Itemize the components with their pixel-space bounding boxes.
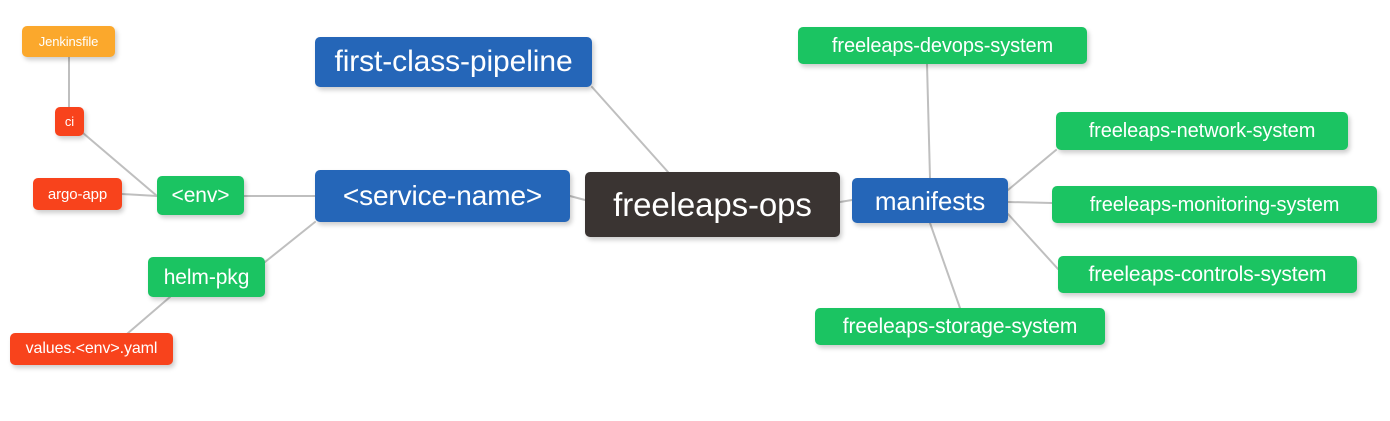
node-label-ci: ci	[64, 114, 75, 129]
node-values-yaml[interactable]: values.<env>.yaml	[10, 333, 173, 365]
node-argo-app[interactable]: argo-app	[33, 178, 122, 210]
node-freeleaps-controls-system[interactable]: freeleaps-controls-system	[1058, 256, 1357, 293]
node-freeleaps-storage-system[interactable]: freeleaps-storage-system	[815, 308, 1105, 345]
edge-service-name-to-freeleaps-ops	[569, 195, 586, 201]
node-freeleaps-devops-system[interactable]: freeleaps-devops-system	[798, 27, 1087, 64]
node-freeleaps-monitoring-system[interactable]: freeleaps-monitoring-system	[1052, 186, 1377, 223]
node-label-freeleaps-monitoring-system: freeleaps-monitoring-system	[1089, 193, 1340, 216]
node-label-jenkinsfile: Jenkinsfile	[38, 34, 99, 49]
edge-manifests-to-freeleaps-storage-system	[929, 222, 961, 309]
edge-manifests-to-freeleaps-devops-system	[926, 63, 931, 179]
node-label-argo-app: argo-app	[47, 185, 108, 203]
edge-argo-app-to-env	[121, 193, 158, 197]
edge-manifests-to-freeleaps-controls-system	[1007, 213, 1059, 270]
edge-service-name-to-helm-pkg	[264, 221, 316, 263]
node-label-first-class-pipeline: first-class-pipeline	[334, 45, 573, 78]
node-label-freeleaps-storage-system: freeleaps-storage-system	[842, 315, 1078, 338]
node-freeleaps-network-system[interactable]: freeleaps-network-system	[1056, 112, 1348, 150]
node-manifests[interactable]: manifests	[852, 178, 1008, 223]
node-label-freeleaps-controls-system: freeleaps-controls-system	[1088, 263, 1327, 286]
node-label-env: <env>	[171, 184, 230, 207]
node-env[interactable]: <env>	[157, 176, 244, 215]
node-helm-pkg[interactable]: helm-pkg	[148, 257, 265, 297]
node-ci[interactable]: ci	[55, 107, 84, 136]
node-label-freeleaps-ops: freeleaps-ops	[613, 186, 812, 223]
node-label-values-yaml: values.<env>.yaml	[25, 340, 158, 357]
edge-freeleaps-ops-to-manifests	[839, 199, 853, 203]
node-label-freeleaps-devops-system: freeleaps-devops-system	[831, 34, 1054, 57]
edge-first-class-pipeline-to-freeleaps-ops	[591, 86, 669, 173]
node-label-manifests: manifests	[874, 185, 986, 216]
node-jenkinsfile[interactable]: Jenkinsfile	[22, 26, 115, 57]
node-label-helm-pkg: helm-pkg	[163, 265, 250, 289]
node-label-freeleaps-network-system: freeleaps-network-system	[1088, 120, 1316, 142]
node-service-name[interactable]: <service-name>	[315, 170, 570, 222]
node-label-service-name: <service-name>	[342, 180, 543, 211]
edge-manifests-to-freeleaps-network-system	[1007, 149, 1057, 191]
edge-manifests-to-freeleaps-monitoring-system	[1007, 201, 1053, 204]
node-freeleaps-ops[interactable]: freeleaps-ops	[585, 172, 840, 237]
node-first-class-pipeline[interactable]: first-class-pipeline	[315, 37, 592, 87]
